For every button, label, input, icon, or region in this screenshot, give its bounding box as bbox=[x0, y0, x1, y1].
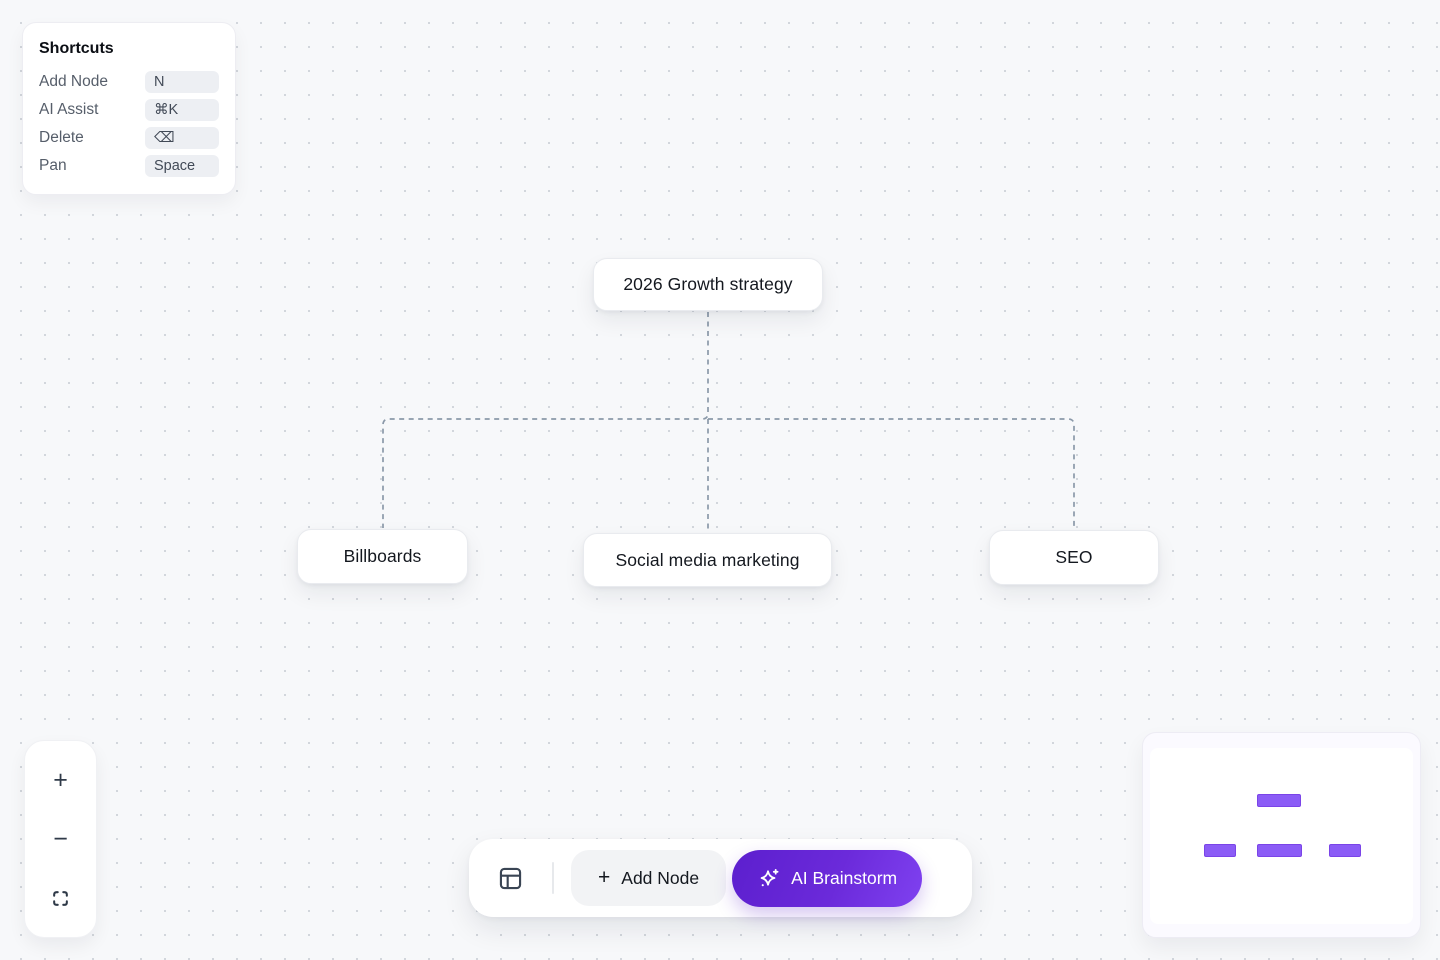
node-label: Social media marketing bbox=[615, 549, 800, 570]
shortcut-label: AI Assist bbox=[39, 101, 99, 118]
zoom-in-button[interactable]: + bbox=[41, 760, 81, 800]
shortcut-label: Pan bbox=[39, 157, 67, 174]
ai-brainstorm-label: AI Brainstorm bbox=[791, 867, 898, 888]
minus-icon: − bbox=[53, 824, 68, 853]
node-label: SEO bbox=[1055, 547, 1093, 567]
fit-view-button[interactable] bbox=[41, 878, 81, 918]
node-label: 2026 Growth strategy bbox=[623, 274, 793, 294]
toolbar-divider bbox=[552, 862, 554, 894]
plus-icon: + bbox=[53, 765, 68, 794]
zoom-controls: + − bbox=[24, 740, 97, 938]
zoom-out-button[interactable]: − bbox=[41, 819, 81, 859]
sparkles-icon bbox=[757, 867, 780, 890]
minimap[interactable] bbox=[1142, 732, 1421, 938]
shortcut-keycap: N bbox=[145, 71, 219, 93]
mindmap-node-billboards[interactable]: Billboards bbox=[297, 529, 468, 584]
shortcut-row-pan: Pan Space bbox=[39, 152, 219, 180]
minimap-node-root bbox=[1257, 794, 1301, 807]
shortcut-label: Delete bbox=[39, 129, 84, 146]
shortcut-label: Add Node bbox=[39, 73, 108, 90]
shortcut-keycap: ⌘K bbox=[145, 99, 219, 121]
add-node-label: Add Node bbox=[621, 867, 700, 888]
minimap-viewport[interactable] bbox=[1150, 748, 1413, 924]
node-label: Billboards bbox=[343, 546, 422, 566]
shortcut-row-ai-assist: AI Assist ⌘K bbox=[39, 96, 219, 124]
shortcuts-title: Shortcuts bbox=[39, 40, 114, 57]
ai-brainstorm-button[interactable]: AI Brainstorm bbox=[732, 849, 923, 907]
shortcut-row-add-node: Add Node N bbox=[39, 68, 219, 96]
layout-button[interactable] bbox=[497, 865, 524, 892]
mindmap-node-seo[interactable]: SEO bbox=[989, 530, 1159, 585]
shortcut-row-delete: Delete ⌫ bbox=[39, 124, 219, 152]
shortcut-keycap: ⌫ bbox=[145, 127, 219, 149]
mindmap-node-social-media-marketing[interactable]: Social media marketing bbox=[583, 533, 832, 587]
plus-icon: + bbox=[598, 866, 611, 889]
fit-view-icon bbox=[51, 889, 70, 908]
shortcut-keycap: Space bbox=[145, 155, 219, 177]
shortcuts-panel: Shortcuts Add Node N AI Assist ⌘K Delete… bbox=[22, 22, 236, 195]
bottom-toolbar: + Add Node AI Brainstorm bbox=[469, 839, 972, 917]
add-node-button[interactable]: + Add Node bbox=[571, 850, 727, 906]
layout-panel-icon bbox=[497, 865, 524, 892]
minimap-node-billboards bbox=[1204, 844, 1236, 857]
minimap-node-social-media-marketing bbox=[1257, 844, 1302, 857]
mindmap-node-root[interactable]: 2026 Growth strategy bbox=[593, 258, 823, 311]
minimap-node-seo bbox=[1329, 844, 1361, 857]
